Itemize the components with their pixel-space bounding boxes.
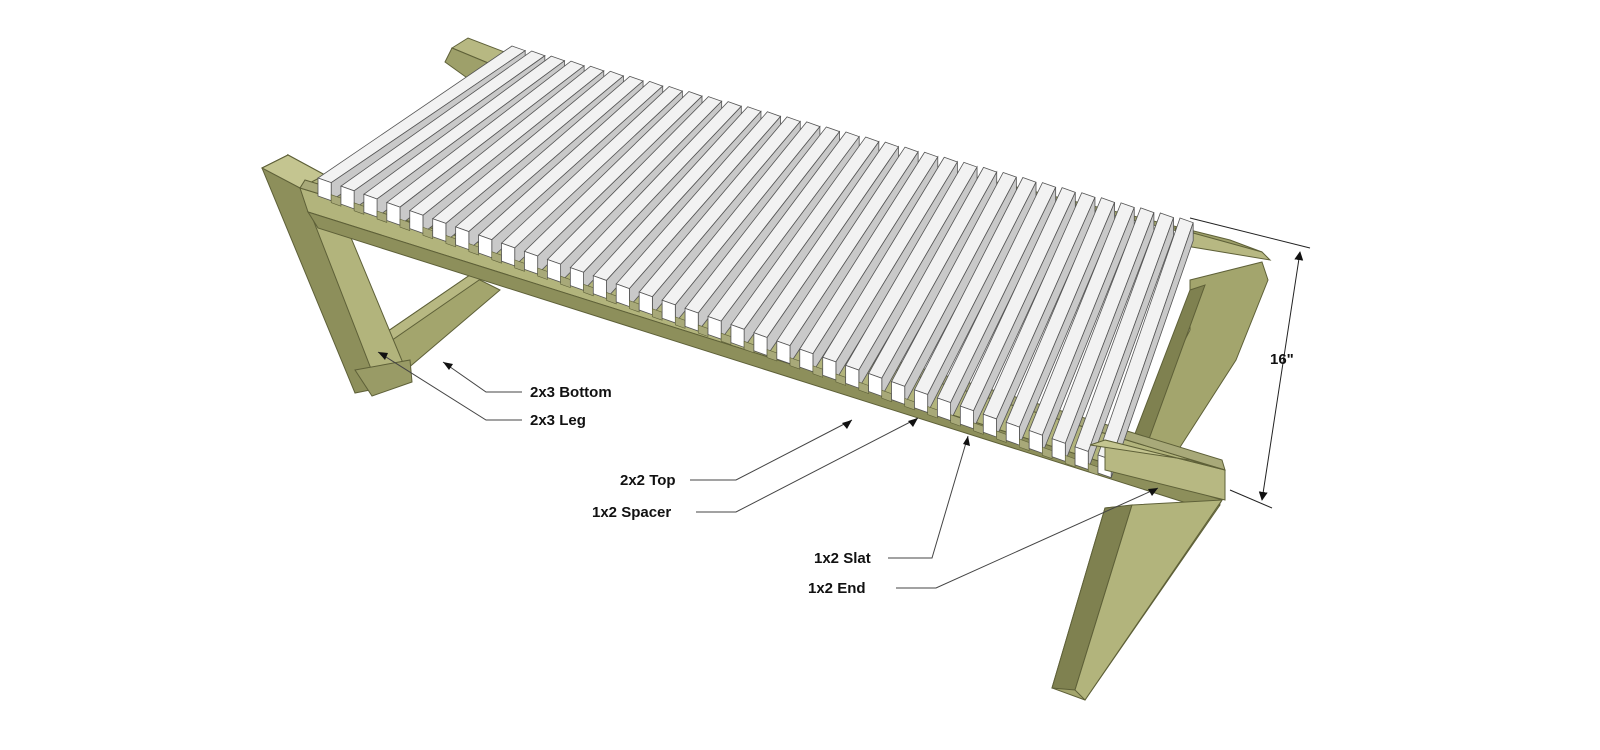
- spacer-block: [766, 349, 778, 362]
- spacer-block: [376, 210, 388, 223]
- spacer-block: [904, 397, 915, 411]
- spacer-block: [491, 251, 502, 264]
- spacer-block: [1087, 463, 1099, 476]
- leader-top: [690, 419, 853, 481]
- spacer-block: [675, 316, 686, 329]
- spacer-block: [812, 365, 824, 378]
- spacer-block: [927, 406, 938, 419]
- spacer-block: [537, 267, 548, 280]
- callout-top: 2x2 Top: [620, 472, 676, 489]
- callout-leg: 2x3 Leg: [530, 412, 586, 429]
- callout-end: 1x2 End: [808, 580, 866, 597]
- slats-group: [317, 45, 1194, 479]
- arrow-slat: [963, 436, 970, 446]
- right-front-assembly: [1051, 439, 1226, 701]
- leader-leg: [377, 351, 522, 421]
- dimension-label: 16": [1270, 351, 1294, 368]
- spacer-block: [583, 283, 594, 297]
- spacer-block: [606, 292, 617, 305]
- arrow-top: [842, 420, 852, 429]
- spacer-block: [789, 357, 801, 370]
- arrow-leg: [378, 352, 388, 360]
- leader-end: [896, 487, 1159, 589]
- spacer-block: [445, 234, 456, 248]
- spacer-block: [858, 381, 869, 394]
- spacer-block: [353, 202, 365, 215]
- spacer-block: [950, 414, 961, 427]
- spacer-block: [1019, 438, 1030, 451]
- spacer-block: [399, 218, 411, 232]
- spacer-block: [1042, 446, 1053, 460]
- spacer-block: [629, 300, 640, 313]
- callouts: 2x3 Bottom 2x3 Leg 2x2 Top 1x2 Spacer 1x…: [377, 351, 1159, 597]
- dimension-extension-top: [1189, 217, 1311, 249]
- leader-spacer: [696, 417, 919, 513]
- callout-bottom: 2x3 Bottom: [530, 384, 612, 401]
- spacer-block: [560, 275, 571, 289]
- left-leg-foot: [354, 359, 413, 397]
- arrow-end: [1148, 488, 1158, 496]
- spacer-block: [835, 373, 846, 386]
- spacer-block: [422, 226, 434, 240]
- spacer-block: [697, 324, 709, 337]
- height-dimension: 16": [1189, 217, 1311, 509]
- spacer-block: [330, 194, 342, 207]
- dimension-extension-bottom: [1229, 489, 1273, 509]
- spacer-block: [468, 243, 479, 256]
- arrow-bottom: [443, 362, 453, 370]
- arrow-spacer: [908, 418, 918, 427]
- spacer-block: [514, 259, 525, 272]
- right-front-end-top: [1089, 439, 1226, 471]
- spacer-block: [973, 422, 984, 435]
- dimension-line: [1258, 251, 1304, 501]
- spacer-block: [996, 430, 1007, 443]
- spacer-block: [720, 332, 732, 346]
- spacer-block: [743, 340, 755, 354]
- spacer-block: [1065, 454, 1076, 468]
- right-front-leg-face: [1074, 499, 1223, 701]
- spacer-block: [881, 389, 892, 403]
- leader-slat: [888, 435, 969, 559]
- leader-bottom: [442, 361, 522, 393]
- callout-spacer: 1x2 Spacer: [592, 504, 671, 521]
- callout-slat: 1x2 Slat: [814, 550, 871, 567]
- spacer-block: [652, 308, 663, 321]
